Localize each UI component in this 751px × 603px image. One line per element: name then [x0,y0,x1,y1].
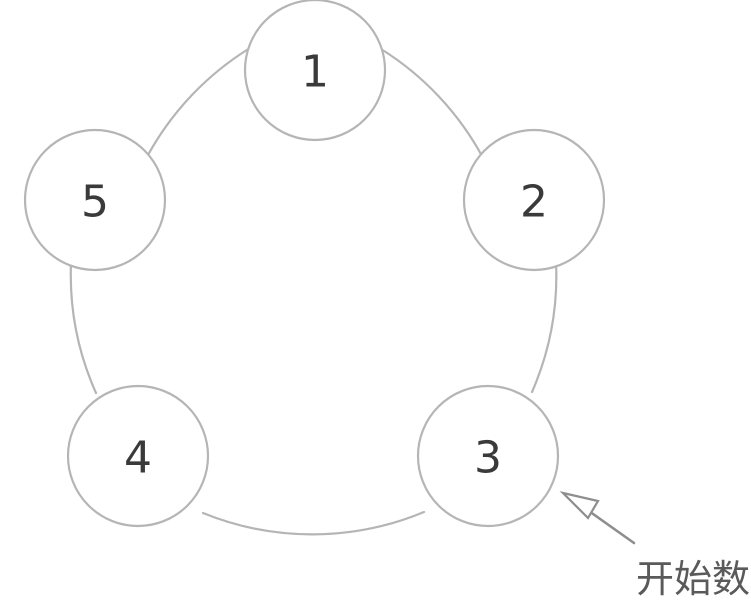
arrow-head-icon [559,491,600,520]
node-1-label: 1 [301,47,329,98]
node-3[interactable]: 3 [416,384,560,528]
node-3-label: 3 [474,433,502,484]
node-4-circle[interactable] [66,384,210,528]
edge-3-to-4 [201,510,426,536]
node-4[interactable]: 4 [66,384,210,528]
node-5-label: 5 [81,177,109,228]
start-annotation-label: 开始数 [636,557,750,601]
arrow-shaft [584,507,636,545]
node-1[interactable]: 1 [243,0,387,142]
node-5[interactable]: 5 [23,128,167,272]
node-5-circle[interactable] [23,128,167,272]
node-3-circle[interactable] [416,384,560,528]
edge-1-to-2 [379,47,484,158]
node-group: 1 2 3 4 5 [23,0,606,528]
edge-group [69,46,558,536]
start-annotation: 开始数 [559,491,750,601]
node-4-label: 4 [124,433,152,484]
edge-5-to-1 [146,46,252,157]
node-1-circle[interactable] [243,0,387,142]
node-2-label: 2 [520,177,548,228]
node-2-circle[interactable] [462,128,606,272]
node-2[interactable]: 2 [462,128,606,272]
edge-2-to-3 [530,260,558,394]
edge-4-to-5 [69,261,98,395]
